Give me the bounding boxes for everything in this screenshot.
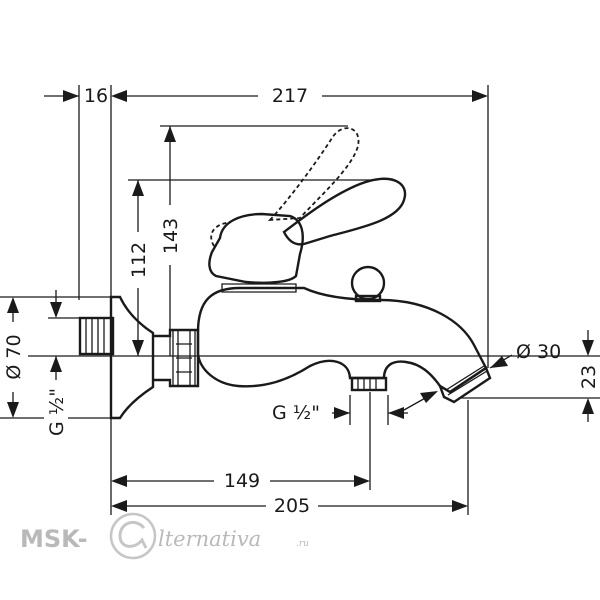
dim-149-label: 149 — [224, 470, 260, 492]
dim-16-label: 16 — [84, 85, 108, 107]
watermark-at-logo — [109, 512, 157, 560]
watermark-at-glyph — [118, 520, 148, 549]
lever-raised-position — [267, 127, 360, 222]
dim-205-label: 205 — [274, 495, 310, 517]
watermark-suffix: .ru — [296, 539, 309, 549]
dimension-diameter-70: Ø 70 — [0, 296, 111, 419]
spout — [196, 286, 488, 394]
dimension-217: 217 — [127, 84, 489, 368]
dimension-g-half-left: G ½" — [44, 290, 80, 442]
dimension-g-half-bottom: G ½" — [272, 395, 408, 425]
watermark: MSK- lternativa .ru — [20, 512, 309, 560]
dim-23-label: 23 — [578, 365, 600, 389]
g-half-bottom-label: G ½" — [272, 402, 320, 424]
dim-112-label: 112 — [128, 242, 150, 278]
dim-70-label: Ø 70 — [3, 334, 25, 379]
dimension-205: 205 — [111, 400, 469, 517]
watermark-prefix: MSK- — [20, 525, 88, 553]
spout-aerator — [437, 366, 492, 404]
watermark-script: lternativa — [158, 527, 261, 551]
dimension-143: 143 — [158, 125, 348, 356]
dimension-23: 23 — [460, 330, 600, 422]
dimension-diameter-30: Ø 30 — [403, 341, 561, 411]
dim-30-label: Ø 30 — [516, 341, 561, 363]
dimension-16: 16 — [44, 85, 127, 300]
dimension-149: 149 — [110, 392, 371, 515]
dim-217-label: 217 — [272, 85, 308, 107]
bottom-outlet — [350, 376, 388, 392]
threaded-connector — [78, 316, 115, 356]
diverter-knob — [350, 265, 386, 301]
cartridge-housing — [208, 212, 304, 284]
dim-143-label: 143 — [160, 218, 182, 254]
dimension-112: 112 — [126, 179, 378, 356]
lever-handle — [282, 177, 407, 246]
wall-flange — [109, 295, 155, 420]
g-half-left-label: G ½" — [46, 388, 68, 436]
faucet-body — [78, 127, 492, 420]
